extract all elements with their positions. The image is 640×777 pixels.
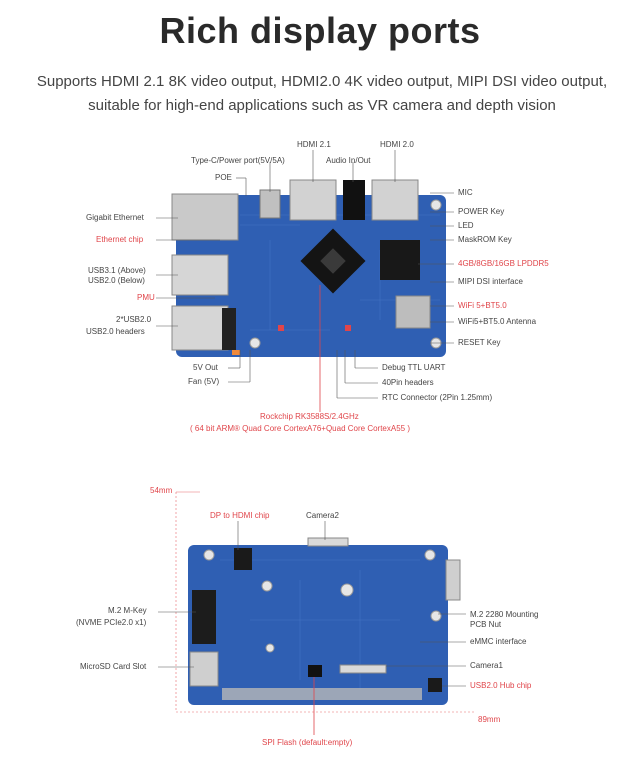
label-hdmi20: HDMI 2.0 <box>380 140 414 149</box>
hdmi20-port <box>371 179 419 221</box>
usb-stack-1 <box>171 254 229 296</box>
label-mic: MIC <box>458 188 473 197</box>
label-pmu: PMU <box>137 293 155 302</box>
camera2-connector <box>307 537 349 547</box>
label-camera2: Camera2 <box>306 511 339 520</box>
camera1-connector <box>339 664 387 674</box>
label-typec: Type-C/Power port(5V/5A) <box>191 156 285 165</box>
label-m2-nut2: PCB Nut <box>470 620 502 629</box>
label-5v-out: 5V Out <box>193 363 218 372</box>
label-dim-54mm: 54mm <box>150 486 173 495</box>
label-debug: Debug TTL UART <box>382 363 446 372</box>
label-fan: Fan (5V) <box>188 377 220 386</box>
wifi-module <box>395 295 431 329</box>
label-eth-chip: Ethernet chip <box>96 235 144 244</box>
label-camera1: Camera1 <box>470 661 503 670</box>
label-dim-89mm: 89mm <box>478 715 501 724</box>
label-soc: Rockchip RK3588S/2.4GHz <box>260 412 359 421</box>
label-m2-nut: M.2 2280 Mounting <box>470 610 539 619</box>
label-m2-detail: (NVME PCIe2.0 x1) <box>76 618 147 627</box>
label-microsd: MicroSD Card Slot <box>80 662 147 671</box>
hdmi21-port <box>289 179 337 221</box>
label-rtc: RTC Connector (2Pin 1.25mm) <box>382 393 493 402</box>
dp-hdmi-chip <box>234 548 252 570</box>
label-usb2x: 2*USB2.0 <box>116 315 152 324</box>
label-usb-hub: USB2.0 Hub chip <box>470 681 532 690</box>
m2-slot <box>192 590 216 644</box>
label-lpddr: 4GB/8GB/16GB LPDDR5 <box>458 259 549 268</box>
bottom-pcb <box>188 545 448 705</box>
label-maskrom: MaskROM Key <box>458 235 512 244</box>
page-title: Rich display ports <box>159 10 481 51</box>
label-led: LED <box>458 221 474 230</box>
label-wifi: WiFi 5+BT5.0 <box>458 301 507 310</box>
label-40pin: 40Pin headers <box>382 378 434 387</box>
label-poe: POE <box>215 173 232 182</box>
label-emmc: eMMC interface <box>470 637 527 646</box>
label-spi: SPI Flash (default:empty) <box>262 738 353 747</box>
audio-jack <box>343 180 365 220</box>
label-wifi-antenna: WiFi5+BT5.0 Antenna <box>458 317 537 326</box>
usb-hub-chip <box>428 678 442 692</box>
label-mipi-dsi: MIPI DSI interface <box>458 277 523 286</box>
bottom-board <box>188 537 461 705</box>
label-reset: RESET Key <box>458 338 501 347</box>
ethernet-port <box>171 193 239 241</box>
label-m2-key: M.2 M-Key <box>108 606 147 615</box>
ram-chip <box>380 240 420 280</box>
label-hdmi21: HDMI 2.1 <box>297 140 331 149</box>
label-dp-hdmi: DP to HDMI chip <box>210 511 270 520</box>
label-usb20: USB2.0 (Below) <box>88 276 145 285</box>
page-subtitle: Supports HDMI 2.1 8K video output, HDMI2… <box>36 73 608 114</box>
label-usb-headers: USB2.0 headers <box>86 327 145 336</box>
label-audio: Audio In/Out <box>326 156 371 165</box>
spi-flash <box>308 665 322 677</box>
label-usb31: USB3.1 (Above) <box>88 266 146 275</box>
usb-stack-2 <box>171 305 229 351</box>
label-gigabit: Gigabit Ethernet <box>86 213 144 222</box>
top-board <box>171 179 446 357</box>
typec-port <box>259 189 281 219</box>
gpio-header <box>222 308 236 350</box>
label-power-key: POWER Key <box>458 207 505 216</box>
label-soc-detail: ( 64 bit ARM® Quad Core CortexA76+Quad C… <box>190 424 410 433</box>
microsd-slot <box>189 651 219 687</box>
top-pcb <box>176 195 446 357</box>
